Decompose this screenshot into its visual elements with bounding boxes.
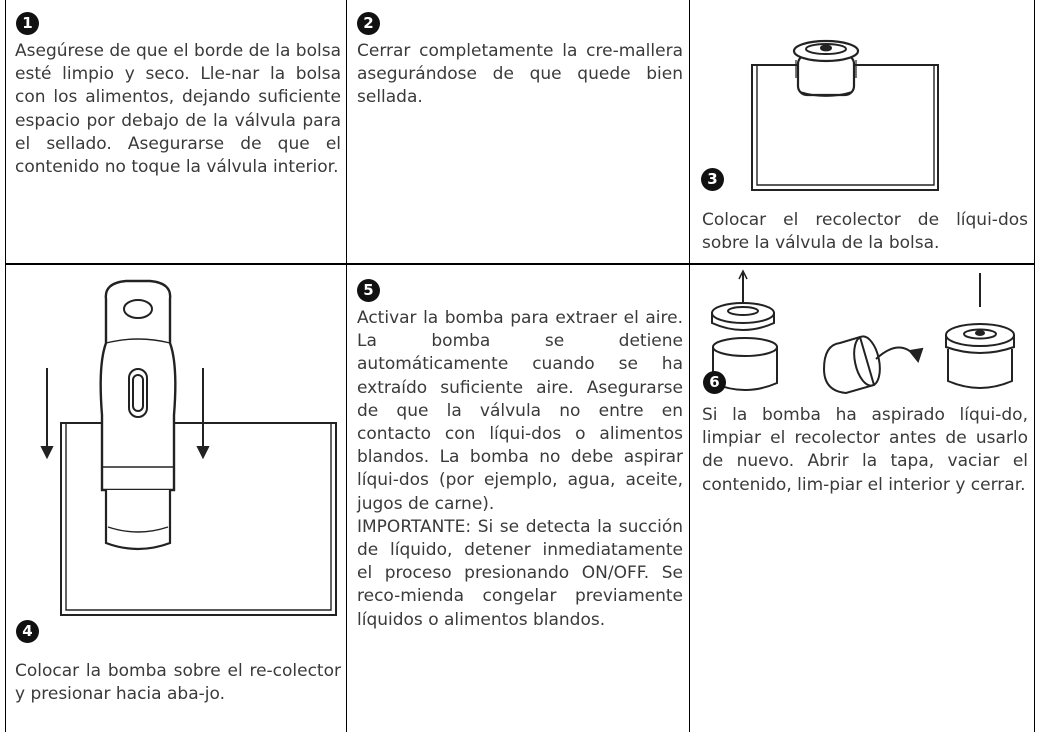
step-4-text: Colocar la bomba sobre el re-colector y …	[15, 661, 341, 705]
step-1-text: Asegúrese de que el borde de la bolsa es…	[15, 41, 341, 178]
step-2-cell: 2 Cerrar completamente la cre-mallera as…	[347, 0, 689, 263]
pump-on-bag-illustration	[40, 279, 337, 616]
bag-with-collector-illustration	[751, 39, 939, 191]
step-4-cell: 4 Colocar la bomba sobre el re-colector …	[6, 265, 346, 732]
step-3-badge: 3	[701, 168, 724, 191]
step-5-cell: 5 Activar la bomba para extraer el aire.…	[347, 265, 689, 732]
step-6-cell: 6 Si la bomba ha aspirado líqui-do, limp…	[690, 265, 1034, 732]
table-border-right	[1034, 0, 1035, 732]
collector-cleaning-illustration	[711, 269, 1015, 395]
step-6-text: Si la bomba ha aspirado líqui-do, limpia…	[702, 405, 1028, 495]
step-2-text: Cerrar completamente la cre-mallera aseg…	[357, 41, 683, 108]
step-5-badge: 5	[357, 279, 380, 302]
step-4-badge: 4	[16, 620, 39, 643]
table-border-left	[5, 0, 6, 732]
step-1-cell: 1 Asegúrese de que el borde de la bolsa …	[6, 0, 346, 263]
step-3-text: Colocar el recolector de líqui-dos sobre…	[702, 210, 1028, 254]
step-1-badge: 1	[16, 12, 39, 35]
step-6-badge: 6	[703, 371, 726, 394]
step-5-text: Activar la bomba para extraer el aire. L…	[357, 308, 683, 630]
step-3-cell: 3 Colocar el recolector de líqui-dos sob…	[690, 0, 1034, 263]
table-divider-2	[689, 0, 690, 732]
step-2-badge: 2	[357, 12, 380, 35]
table-row-divider	[5, 263, 1035, 265]
table-divider-1	[346, 0, 347, 732]
